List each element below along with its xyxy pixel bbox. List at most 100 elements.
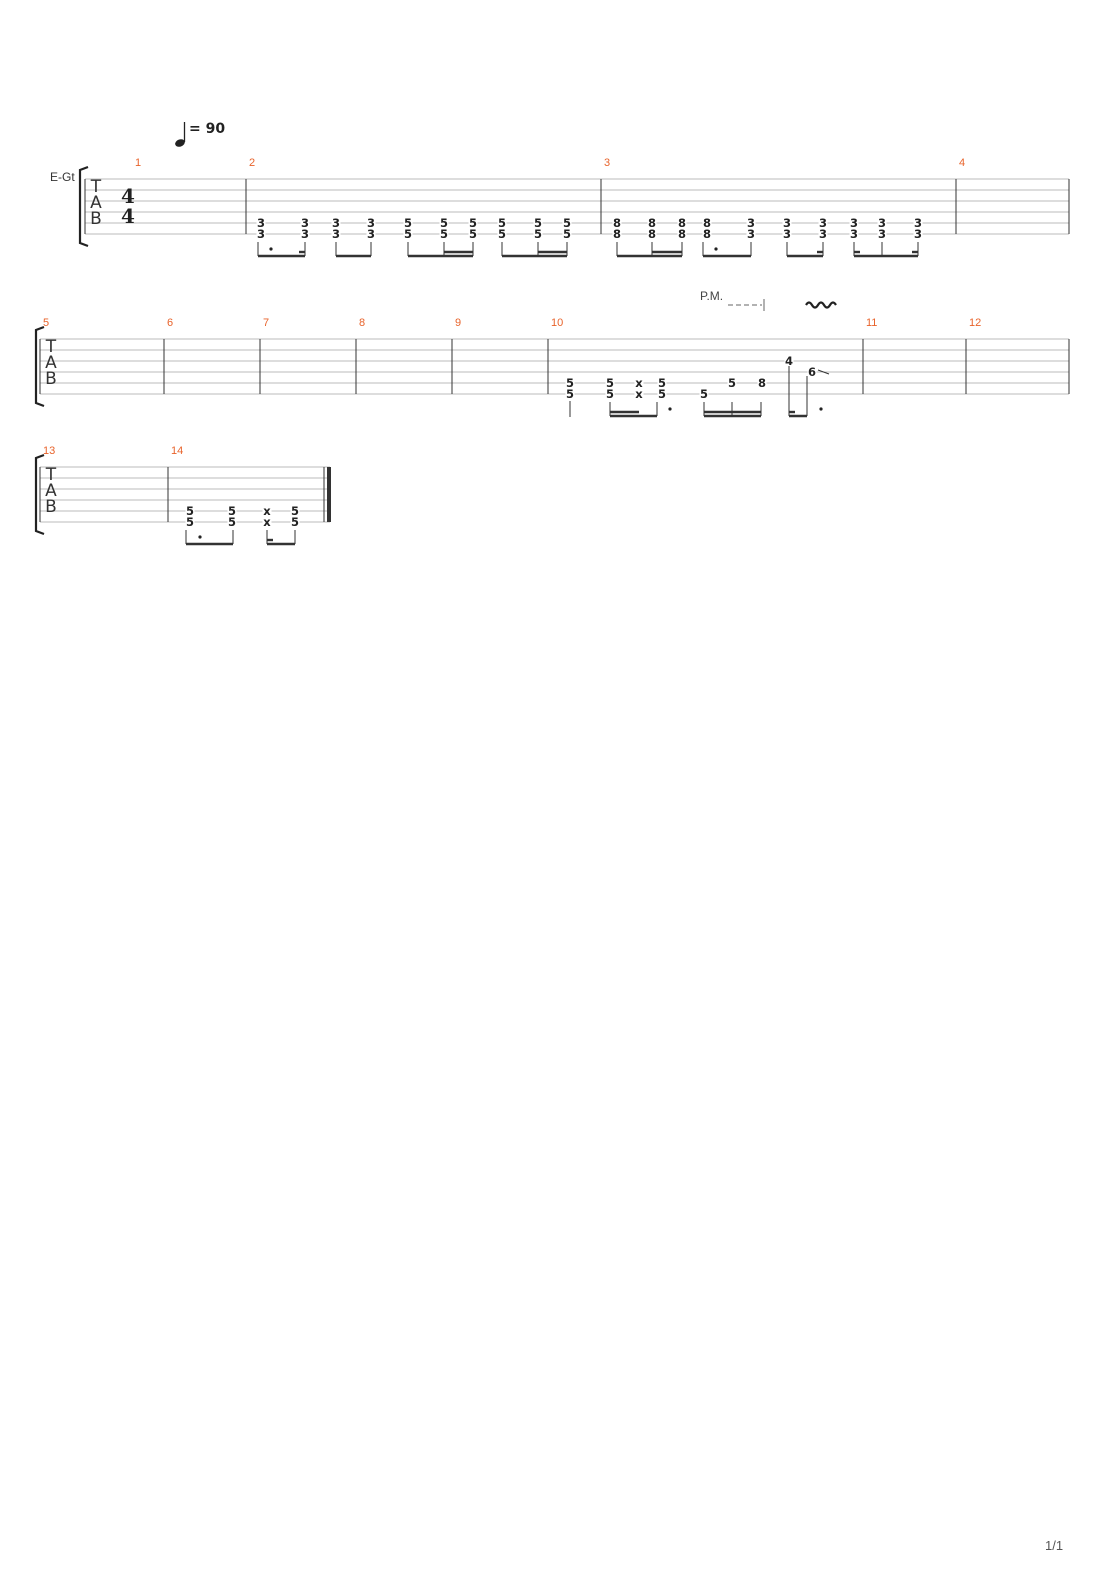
system-bracket [78, 165, 89, 248]
fret-number-bg [746, 217, 756, 228]
fret-number-bg [647, 217, 657, 228]
fret-number: 8 [648, 216, 656, 230]
fret-number: 5 [291, 515, 299, 529]
page-number: 1/1 [1045, 1538, 1064, 1553]
rhythm-dot [714, 247, 718, 251]
fret-number-bg [403, 228, 413, 239]
fret-number: 5 [606, 387, 614, 401]
fret-number: 5 [563, 227, 571, 241]
fret-number-bg [300, 228, 310, 239]
fret-number-bg [657, 377, 667, 388]
fret-number: 4 [785, 354, 793, 368]
fret-number: 3 [783, 227, 791, 241]
measure-number: 1 [135, 157, 141, 169]
rhythm-beam-group [788, 398, 823, 418]
fret-number-bg [256, 228, 266, 239]
rhythm-beam-group [609, 402, 672, 418]
time-signature-denominator: 4 [121, 204, 135, 228]
fret-number: 3 [850, 216, 858, 230]
fret-number: 8 [613, 216, 621, 230]
rhythm-beam-group [257, 242, 306, 258]
fret-number-bg [677, 217, 687, 228]
rhythm-beam-group [703, 402, 762, 418]
fret-number-bg [877, 217, 887, 228]
fret-number-bg [262, 516, 272, 527]
fret-number-bg [702, 217, 712, 228]
fret-number: 3 [914, 216, 922, 230]
rhythm-beam-group [185, 530, 234, 546]
fret-number-bg [605, 388, 615, 399]
rhythm-beam-group [501, 242, 568, 258]
measure-number: 11 [866, 317, 877, 329]
fret-number: 5 [534, 227, 542, 241]
measure-number: 13 [43, 445, 55, 457]
fret-number: 5 [498, 216, 506, 230]
fret-number: 5 [404, 216, 412, 230]
rhythm-dot [198, 535, 202, 539]
fret-number: 3 [257, 227, 265, 241]
palm-mute-label: P.M. [700, 289, 724, 303]
fret-number-bg [256, 217, 266, 228]
fret-number-bg [331, 228, 341, 239]
rhythm-beam-group [407, 242, 474, 258]
fret-number: x [263, 504, 271, 518]
fret-number: x [263, 515, 271, 529]
measure-number: 8 [359, 317, 365, 329]
fret-number: 5 [498, 227, 506, 241]
fret-number-bg [439, 217, 449, 228]
fret-number-bg [782, 217, 792, 228]
fret-number: 3 [850, 227, 858, 241]
fret-number-bg [702, 228, 712, 239]
fret-number: 5 [469, 216, 477, 230]
measure-number: 5 [43, 317, 49, 329]
fret-number: 5 [728, 376, 736, 390]
rhythm-beam-group [266, 530, 296, 546]
fret-number-bg [533, 228, 543, 239]
fret-number-bg [605, 377, 615, 388]
rhythm-dot [668, 407, 672, 411]
fret-number-bg [497, 228, 507, 239]
fret-number: 3 [819, 227, 827, 241]
fret-number-bg [746, 228, 756, 239]
fret-number: 3 [332, 216, 340, 230]
tab-clef-letter: A [90, 193, 102, 213]
fret-number-bg [727, 377, 737, 388]
fret-number: 5 [563, 216, 571, 230]
fret-number-bg [262, 505, 272, 516]
fret-number-bg [782, 228, 792, 239]
fret-number-bg [468, 217, 478, 228]
fret-number-bg [300, 217, 310, 228]
fret-number: 3 [367, 227, 375, 241]
fret-number-bg [634, 388, 644, 399]
fret-number-bg [699, 388, 709, 399]
measure-number: 4 [959, 157, 965, 169]
measure-number: 9 [455, 317, 461, 329]
slide-line [817, 369, 830, 375]
fret-number-bg [647, 228, 657, 239]
quarter-note-icon [175, 122, 186, 147]
rhythm-dot [269, 247, 273, 251]
rhythm-beam-group [702, 242, 752, 258]
fret-number: 5 [469, 227, 477, 241]
fret-number: 3 [878, 216, 886, 230]
fret-number: 8 [758, 376, 766, 390]
fret-number: 5 [658, 376, 666, 390]
fret-number: 5 [606, 376, 614, 390]
fret-number: 5 [404, 227, 412, 241]
fret-number: 3 [747, 227, 755, 241]
fret-number: 3 [747, 216, 755, 230]
fret-number-bg [634, 377, 644, 388]
fret-number: 6 [808, 365, 816, 379]
tab-clef-letter: B [45, 497, 57, 517]
fret-number: 5 [228, 515, 236, 529]
tab-clef-letter: T [45, 337, 57, 357]
fret-number-bg [562, 228, 572, 239]
fret-number: 3 [367, 216, 375, 230]
measure-number: 2 [249, 157, 255, 169]
measure-number: 12 [969, 317, 981, 329]
instrument-label: E-Gt [50, 170, 75, 184]
